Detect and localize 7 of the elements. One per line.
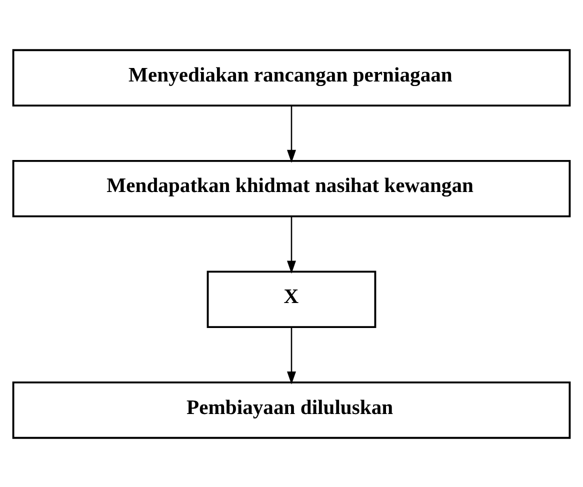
arrow <box>286 105 296 162</box>
node-box: Menyediakan rancangan perniagaan <box>12 48 571 106</box>
arrow <box>286 326 296 384</box>
node-box: Mendapatkan khidmat nasihat kewangan <box>12 159 571 217</box>
node-box: X <box>206 270 376 328</box>
arrow <box>286 216 296 274</box>
node-box: Pembiayaan diluluskan <box>12 381 571 438</box>
